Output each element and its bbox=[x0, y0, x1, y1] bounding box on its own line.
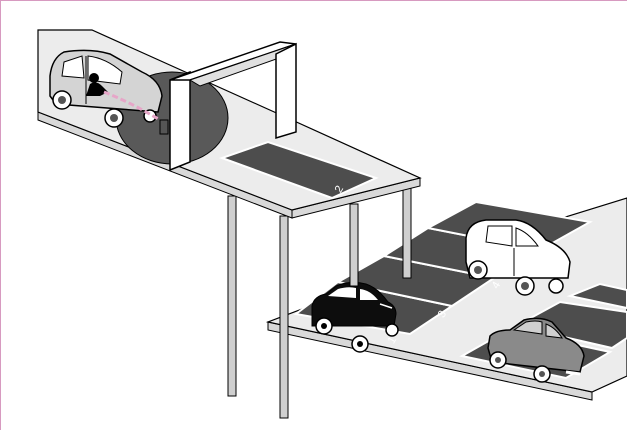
support-columns bbox=[227, 187, 412, 419]
column bbox=[227, 195, 237, 397]
camera-icon bbox=[159, 119, 169, 135]
parking-bay bbox=[513, 300, 627, 350]
parking-bay bbox=[566, 282, 627, 310]
bay-number: 1 bbox=[386, 335, 399, 346]
black-car-icon bbox=[311, 281, 399, 353]
column bbox=[279, 215, 289, 419]
entry-gate bbox=[159, 41, 297, 172]
driver-icon bbox=[86, 73, 108, 96]
upper-level: 2 bbox=[37, 29, 422, 219]
bay-number: 3 bbox=[436, 309, 449, 320]
column bbox=[402, 187, 412, 279]
bay-number: 4 bbox=[490, 280, 503, 291]
van-icon bbox=[465, 219, 571, 296]
lower-level: 1 3 4 bbox=[265, 197, 627, 401]
grey-car-icon bbox=[487, 317, 585, 383]
sensor-beam bbox=[103, 90, 161, 122]
car-icon bbox=[49, 49, 163, 128]
bay-number: 2 bbox=[333, 184, 346, 195]
column bbox=[349, 203, 359, 287]
parking-bay bbox=[219, 140, 379, 200]
